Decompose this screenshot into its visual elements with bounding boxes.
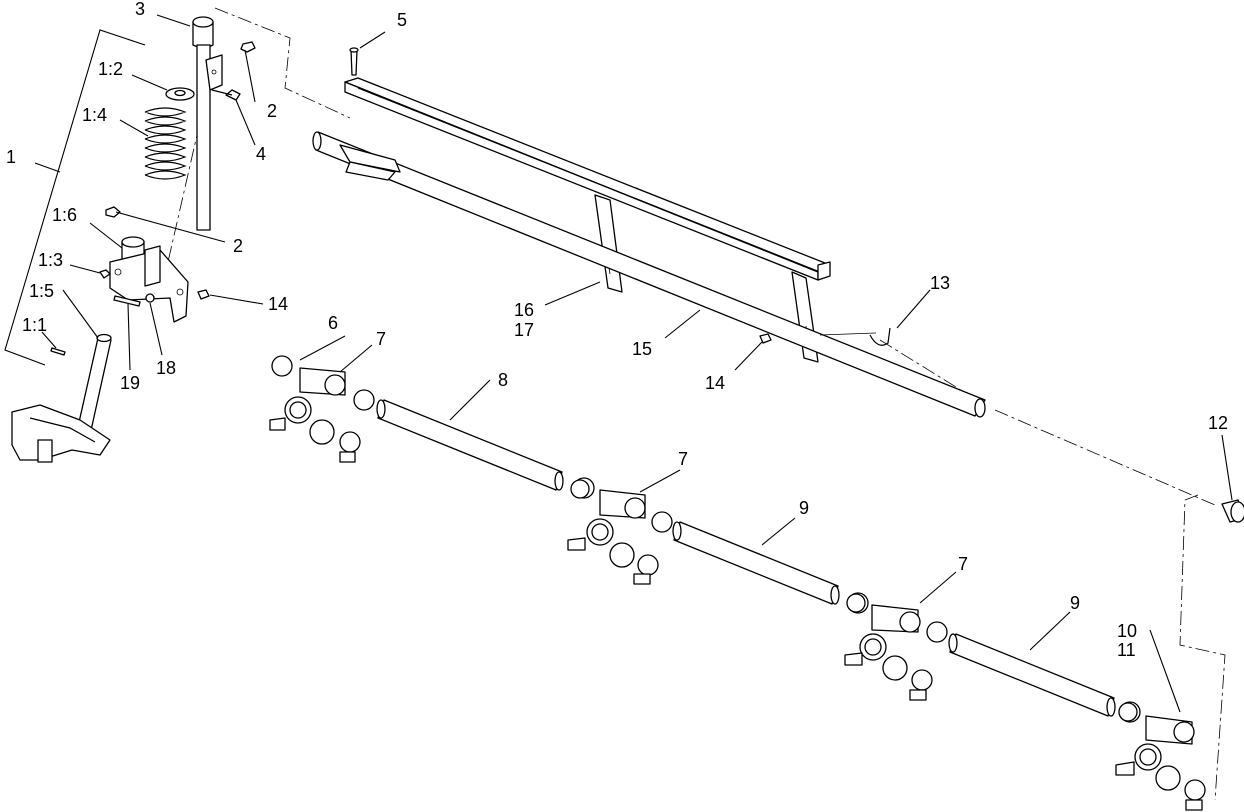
callout-labels: 1 1:1 1:2 1:3 1:4 1:5 1:6 2 2 3 4 5 6 7 … bbox=[6, 0, 1228, 660]
callout-12: 12 bbox=[1208, 413, 1228, 433]
part-hanger-16-left bbox=[594, 194, 623, 293]
callout-9a: 9 bbox=[799, 498, 809, 518]
callout-7c: 7 bbox=[958, 554, 968, 574]
callout-9b: 9 bbox=[1070, 593, 1080, 613]
callout-7a: 7 bbox=[376, 329, 386, 349]
callout-14-right: 14 bbox=[705, 373, 725, 393]
callout-2-mid: 2 bbox=[233, 236, 243, 256]
callout-1-4: 1:4 bbox=[82, 105, 107, 125]
callout-11: 11 bbox=[1117, 640, 1136, 660]
callout-10: 10 bbox=[1117, 621, 1137, 641]
part-boom-tube-15 bbox=[312, 131, 986, 418]
part-nozzle-body-7b bbox=[567, 477, 673, 585]
part-pipe-9a bbox=[672, 521, 866, 613]
part-pivot-bracket bbox=[196, 44, 223, 231]
callout-7b: 7 bbox=[678, 449, 688, 469]
part-washer-18 bbox=[145, 293, 155, 303]
part-spring-1-4 bbox=[144, 107, 187, 180]
part-mount-frame bbox=[11, 404, 111, 463]
callout-3: 3 bbox=[135, 0, 145, 19]
callout-5: 5 bbox=[397, 10, 407, 30]
part-sleeve-3 bbox=[192, 16, 214, 49]
callout-1-5: 1:5 bbox=[29, 281, 54, 301]
callout-16: 16 bbox=[514, 300, 534, 320]
part-nut-2-top bbox=[240, 41, 256, 53]
part-bolt-19 bbox=[113, 295, 141, 307]
callout-2-top: 2 bbox=[267, 101, 277, 121]
part-nozzle-body-7a bbox=[269, 355, 375, 463]
part-nut-1-3 bbox=[99, 269, 111, 279]
part-u-bolt-13 bbox=[819, 327, 891, 346]
part-pin-5 bbox=[349, 47, 359, 76]
part-washer-1-2 bbox=[165, 87, 195, 101]
callout-8: 8 bbox=[498, 370, 508, 390]
part-pipe-9b bbox=[948, 633, 1138, 722]
callout-13: 13 bbox=[930, 273, 950, 293]
leader-lines bbox=[4, 14, 1233, 713]
part-base-plate bbox=[109, 245, 189, 323]
callout-4: 4 bbox=[256, 144, 266, 164]
callout-17: 17 bbox=[514, 320, 534, 340]
part-bolt-4 bbox=[211, 89, 241, 101]
callout-1-2: 1:2 bbox=[98, 59, 123, 79]
part-pin-1-1 bbox=[50, 347, 66, 356]
callout-1-3: 1:3 bbox=[38, 250, 63, 270]
callout-6: 6 bbox=[328, 313, 338, 333]
callout-14-left: 14 bbox=[268, 294, 288, 314]
part-channel-bar bbox=[344, 77, 831, 281]
part-pipe-8 bbox=[376, 399, 590, 499]
part-nozzle-body-10 bbox=[1115, 701, 1206, 811]
callout-1: 1 bbox=[6, 147, 16, 167]
callout-19: 19 bbox=[120, 373, 140, 393]
part-nut-14-right bbox=[759, 333, 772, 344]
callout-1-1: 1:1 bbox=[22, 315, 47, 335]
callout-1-6: 1:6 bbox=[52, 205, 77, 225]
part-cap-12 bbox=[1221, 499, 1244, 523]
callout-18: 18 bbox=[156, 358, 176, 378]
part-nut-2-mid bbox=[105, 206, 121, 218]
callout-15: 15 bbox=[632, 339, 652, 359]
part-nut-14-left bbox=[197, 289, 210, 300]
